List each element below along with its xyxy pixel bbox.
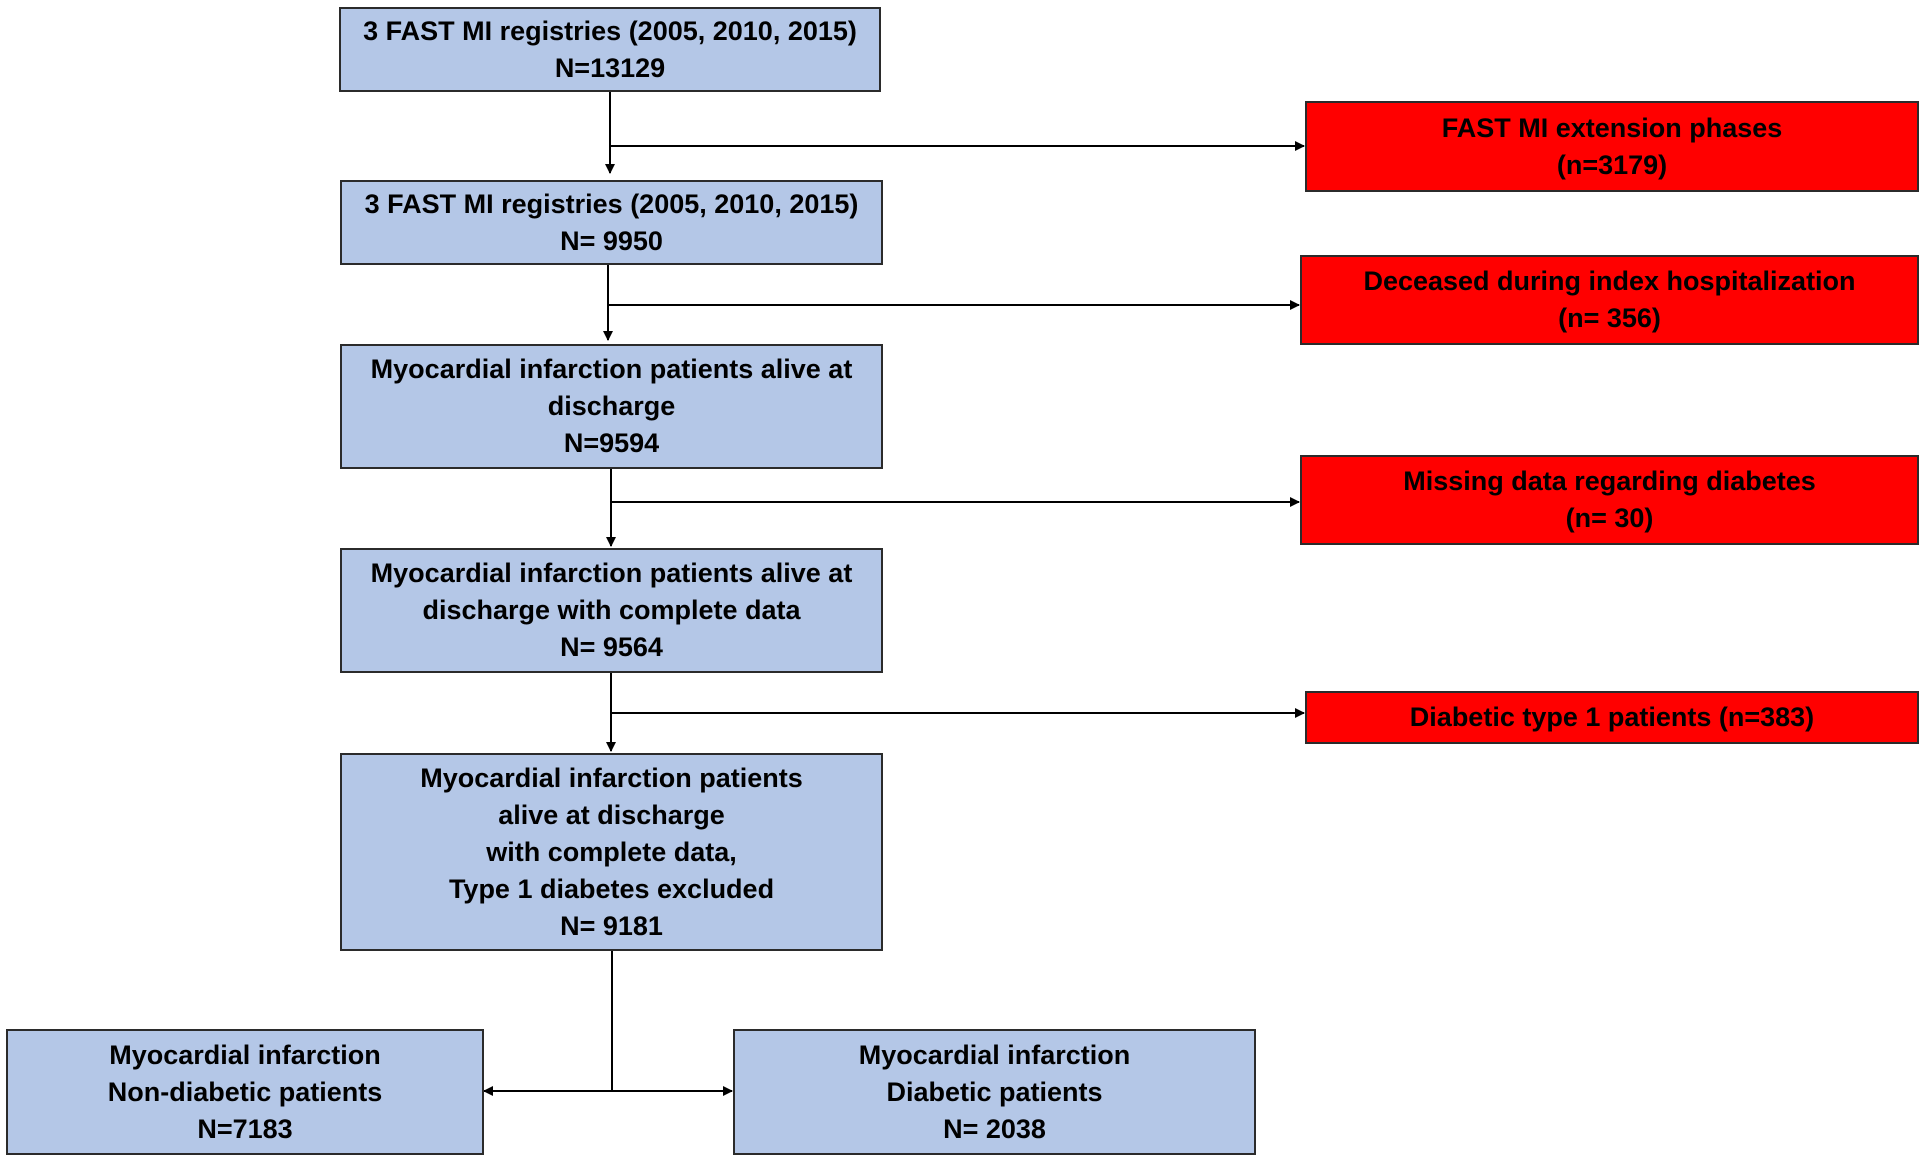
box-text: Myocardial infarction patients alive at (370, 558, 853, 588)
box-text: Myocardial infarction patients (420, 762, 803, 793)
box-text: Myocardial infarction (109, 1039, 381, 1070)
main-box-alive-at-discharge: Myocardial infarction patients alive at … (340, 344, 883, 469)
box-count: N= 2038 (943, 1113, 1046, 1144)
box-text: 3 FAST MI registries (2005, 2010, 2015) (364, 188, 859, 219)
main-box-registries-initial: 3 FAST MI registries (2005, 2010, 2015) … (339, 7, 881, 92)
exclusion-box-missing-diabetes: Missing data regarding diabetes (n= 30) (1300, 455, 1919, 545)
box-text: 3 FAST MI registries (2005, 2010, 2015) (363, 15, 857, 46)
box-text: Non-diabetic patients (107, 1076, 383, 1107)
box-text: Deceased during index hospitalization (1363, 266, 1856, 296)
box-count: (n= 30) (1565, 503, 1654, 533)
box-text: with complete data, (486, 836, 737, 867)
box-text: Myocardial infarction (858, 1039, 1131, 1070)
box-text: Type 1 diabetes excluded (448, 873, 775, 904)
box-text: Missing data regarding diabetes (1403, 466, 1816, 496)
main-box-complete-data: Myocardial infarction patients alive at … (340, 548, 883, 673)
exclusion-box-extension-phases: FAST MI extension phases (n=3179) (1305, 101, 1919, 192)
box-text: Diabetic patients (886, 1076, 1103, 1107)
box-text: discharge (547, 391, 676, 421)
box-count: N= 9181 (560, 910, 663, 941)
box-count: N= 9564 (560, 632, 663, 662)
box-text: alive at discharge (498, 799, 725, 830)
exclusion-box-deceased: Deceased during index hospitalization (n… (1300, 255, 1919, 345)
main-box-registries-after-extension: 3 FAST MI registries (2005, 2010, 2015) … (340, 180, 883, 265)
box-count: (n= 356) (1558, 303, 1661, 333)
outcome-box-non-diabetic: Myocardial infarction Non-diabetic patie… (6, 1029, 484, 1155)
box-text: Myocardial infarction patients alive at (370, 354, 853, 384)
outcome-box-diabetic: Myocardial infarction Diabetic patients … (733, 1029, 1256, 1155)
box-count: N=9594 (563, 428, 660, 458)
box-text: Diabetic type 1 patients (n=383) (1409, 702, 1815, 732)
box-count: N= 9950 (560, 225, 663, 256)
exclusion-box-type1-diabetic: Diabetic type 1 patients (n=383) (1305, 691, 1919, 744)
box-count: N=13129 (554, 52, 666, 83)
box-text: FAST MI extension phases (1441, 112, 1783, 143)
main-box-type1-excluded: Myocardial infarction patients alive at … (340, 753, 883, 951)
box-count: N=7183 (197, 1113, 293, 1144)
box-text: discharge with complete data (422, 595, 801, 625)
box-count: (n=3179) (1556, 149, 1668, 180)
